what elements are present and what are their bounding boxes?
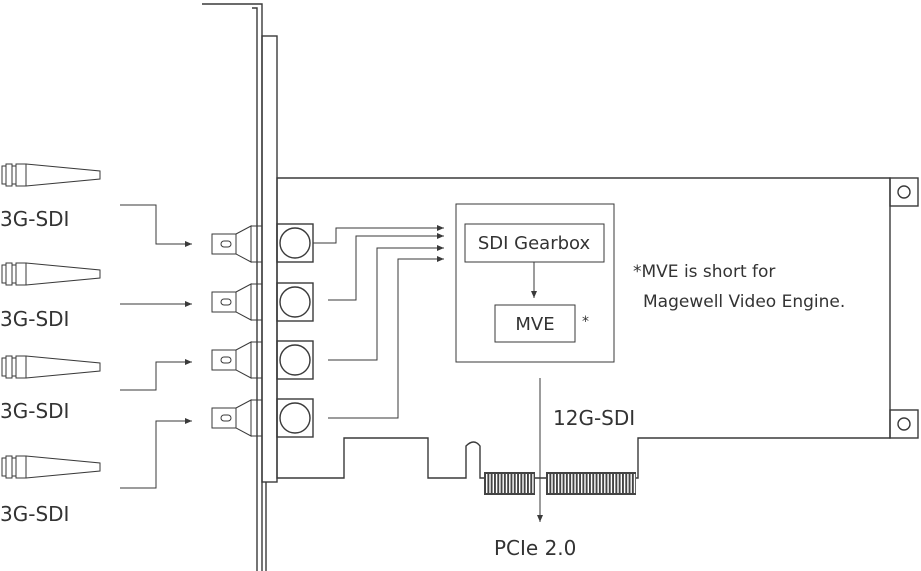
gold-finger-gap	[525, 474, 527, 493]
signal-route-1	[313, 225, 444, 244]
signal-route-4	[328, 256, 444, 419]
gold-finger-gap	[584, 474, 586, 493]
input-line-4	[120, 418, 192, 489]
gold-finger-gap	[532, 474, 534, 493]
mve-marker: *	[582, 314, 589, 330]
gold-finger-gap	[512, 474, 514, 493]
gold-finger-gap	[590, 474, 593, 493]
gold-finger-gap	[577, 474, 580, 493]
gold-finger-gap	[522, 474, 524, 493]
gold-finger-gap	[607, 474, 609, 493]
gold-finger-gap	[499, 474, 501, 493]
gold-finger-gap	[581, 474, 583, 493]
gold-finger-gap	[614, 474, 616, 493]
gold-finger-gap	[630, 474, 632, 493]
input-line-3	[120, 359, 192, 391]
mve-box	[494, 304, 576, 343]
input-line-1	[120, 204, 192, 247]
gold-finger-gap	[567, 474, 570, 493]
board-connector-4	[276, 398, 314, 438]
gold-finger-gap	[574, 474, 576, 493]
gold-finger-gap	[515, 474, 518, 493]
gold-finger-gap	[495, 474, 498, 493]
bnc-connector-2	[211, 283, 263, 321]
sdi-cable-icon-1	[1, 163, 101, 187]
pcie-gold-fingers	[484, 472, 636, 495]
footnote-line-2: Magewell Video Engine.	[643, 292, 845, 312]
mounting-hole-bottom	[889, 409, 919, 439]
gold-finger-gap	[600, 474, 603, 493]
gold-finger-gap	[502, 474, 504, 493]
gold-finger-gap	[617, 474, 619, 493]
gold-finger-gap	[571, 474, 573, 493]
gold-finger-gap	[620, 474, 622, 493]
gold-finger-gap	[604, 474, 606, 493]
gold-finger-gap	[548, 474, 550, 493]
gold-finger-gap	[509, 474, 511, 493]
input-label-1: 3G-SDI	[0, 207, 69, 231]
sdi-cable-icon-3	[1, 355, 101, 379]
gold-finger-gap	[623, 474, 626, 493]
mounting-hole-top	[889, 177, 919, 207]
board-connector-1	[276, 223, 314, 263]
pcie-bracket	[202, 3, 278, 571]
gold-finger-gap	[561, 474, 563, 493]
sdi-gearbox-label: SDI Gearbox	[478, 233, 591, 254]
gold-finger-gap	[489, 474, 491, 493]
gold-finger-gap	[597, 474, 599, 493]
output-label: 12G-SDI	[553, 406, 635, 430]
bnc-connector-3	[211, 341, 263, 379]
gold-finger-gap	[557, 474, 560, 493]
board-connector-2	[276, 282, 314, 322]
mve-label: MVE	[515, 314, 554, 335]
bus-label: PCIe 2.0	[494, 536, 576, 560]
board-connector-3	[276, 340, 314, 380]
input-label-3: 3G-SDI	[0, 399, 69, 423]
gold-finger-gap	[486, 474, 488, 493]
gold-finger-gap	[610, 474, 613, 493]
gold-finger-gap	[551, 474, 553, 493]
gold-finger-gap	[519, 474, 521, 493]
signal-route-2	[328, 233, 444, 301]
signal-route-3	[328, 245, 444, 361]
gold-finger-gap	[633, 474, 636, 493]
chip-block	[455, 203, 615, 363]
sdi-cable-icon-4	[1, 455, 101, 479]
bnc-connector-1	[211, 225, 263, 263]
gold-finger-gap	[594, 474, 596, 493]
gold-finger-gap	[528, 474, 531, 493]
input-label-2: 3G-SDI	[0, 307, 69, 331]
gold-finger-gap	[564, 474, 566, 493]
gold-finger-gap	[492, 474, 494, 493]
pcb-board	[276, 177, 891, 479]
footnote-line-1: *MVE is short for	[633, 262, 775, 282]
gold-finger-gap	[587, 474, 589, 493]
input-label-4: 3G-SDI	[0, 502, 69, 526]
sdi-cable-icon-2	[1, 262, 101, 286]
gold-finger-gap	[505, 474, 508, 493]
gold-finger-gap	[554, 474, 556, 493]
gold-finger-gap	[627, 474, 629, 493]
bnc-connector-4	[211, 399, 263, 437]
